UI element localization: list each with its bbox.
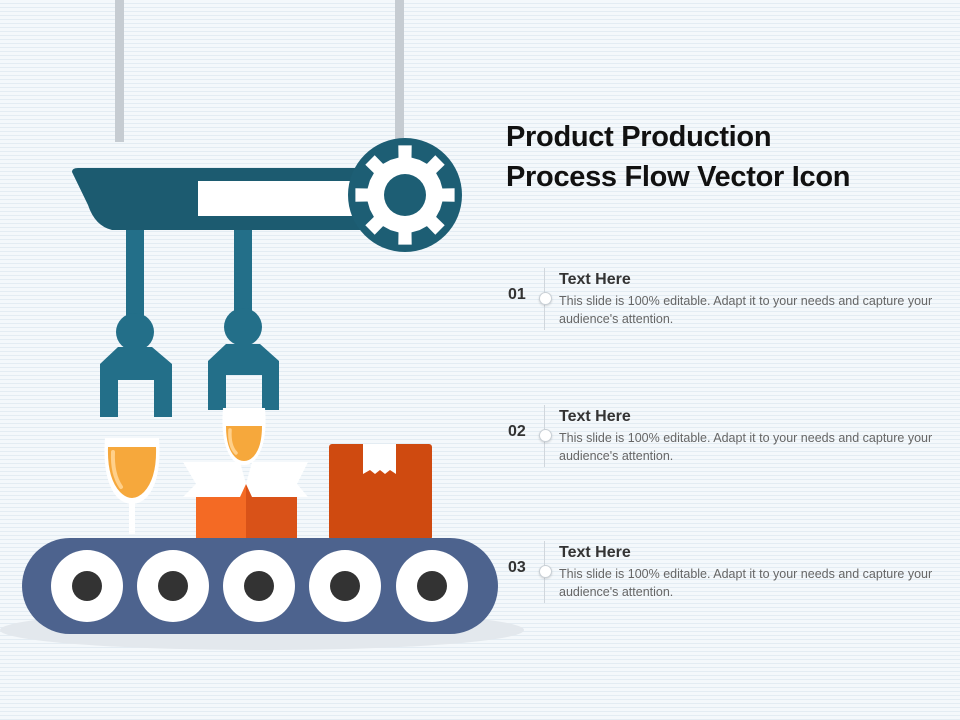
wine-glass-icon bbox=[104, 438, 160, 534]
conveyor-roller bbox=[51, 550, 123, 622]
conveyor-belt-icon bbox=[22, 538, 498, 634]
robotic-arm-icon bbox=[72, 168, 390, 230]
step-marker bbox=[539, 292, 552, 305]
step-description: This slide is 100% editable. Adapt it to… bbox=[559, 431, 933, 463]
step-marker bbox=[539, 565, 552, 578]
conveyor-roller bbox=[309, 550, 381, 622]
gear-icon bbox=[348, 138, 462, 252]
conveyor-roller bbox=[396, 550, 468, 622]
step-item-03: 03 Text Here This slide is 100% editable… bbox=[500, 539, 940, 609]
step-marker bbox=[539, 429, 552, 442]
page-title: Product Production Process Flow Vector I… bbox=[506, 117, 926, 197]
suspension-rods bbox=[115, 0, 404, 142]
gripper-icon bbox=[208, 230, 279, 410]
step-description: This slide is 100% editable. Adapt it to… bbox=[559, 294, 933, 326]
gripper-icon bbox=[100, 230, 172, 417]
step-heading: Text Here bbox=[559, 408, 631, 425]
title-line-1: Product Production bbox=[506, 121, 772, 153]
step-item-01: 01 Text Here This slide is 100% editable… bbox=[500, 266, 940, 336]
step-number: 02 bbox=[508, 423, 526, 440]
title-line-2: Process Flow Vector Icon bbox=[506, 161, 851, 193]
conveyor-roller bbox=[223, 550, 295, 622]
step-item-02: 02 Text Here This slide is 100% editable… bbox=[500, 403, 940, 473]
conveyor-roller bbox=[137, 550, 209, 622]
step-number: 03 bbox=[508, 559, 526, 576]
production-line-illustration bbox=[0, 0, 524, 650]
closed-box-icon bbox=[329, 444, 432, 540]
step-description: This slide is 100% editable. Adapt it to… bbox=[559, 567, 933, 599]
step-number: 01 bbox=[508, 286, 526, 303]
step-heading: Text Here bbox=[559, 271, 631, 288]
step-heading: Text Here bbox=[559, 544, 631, 561]
open-box-icon bbox=[183, 408, 308, 540]
